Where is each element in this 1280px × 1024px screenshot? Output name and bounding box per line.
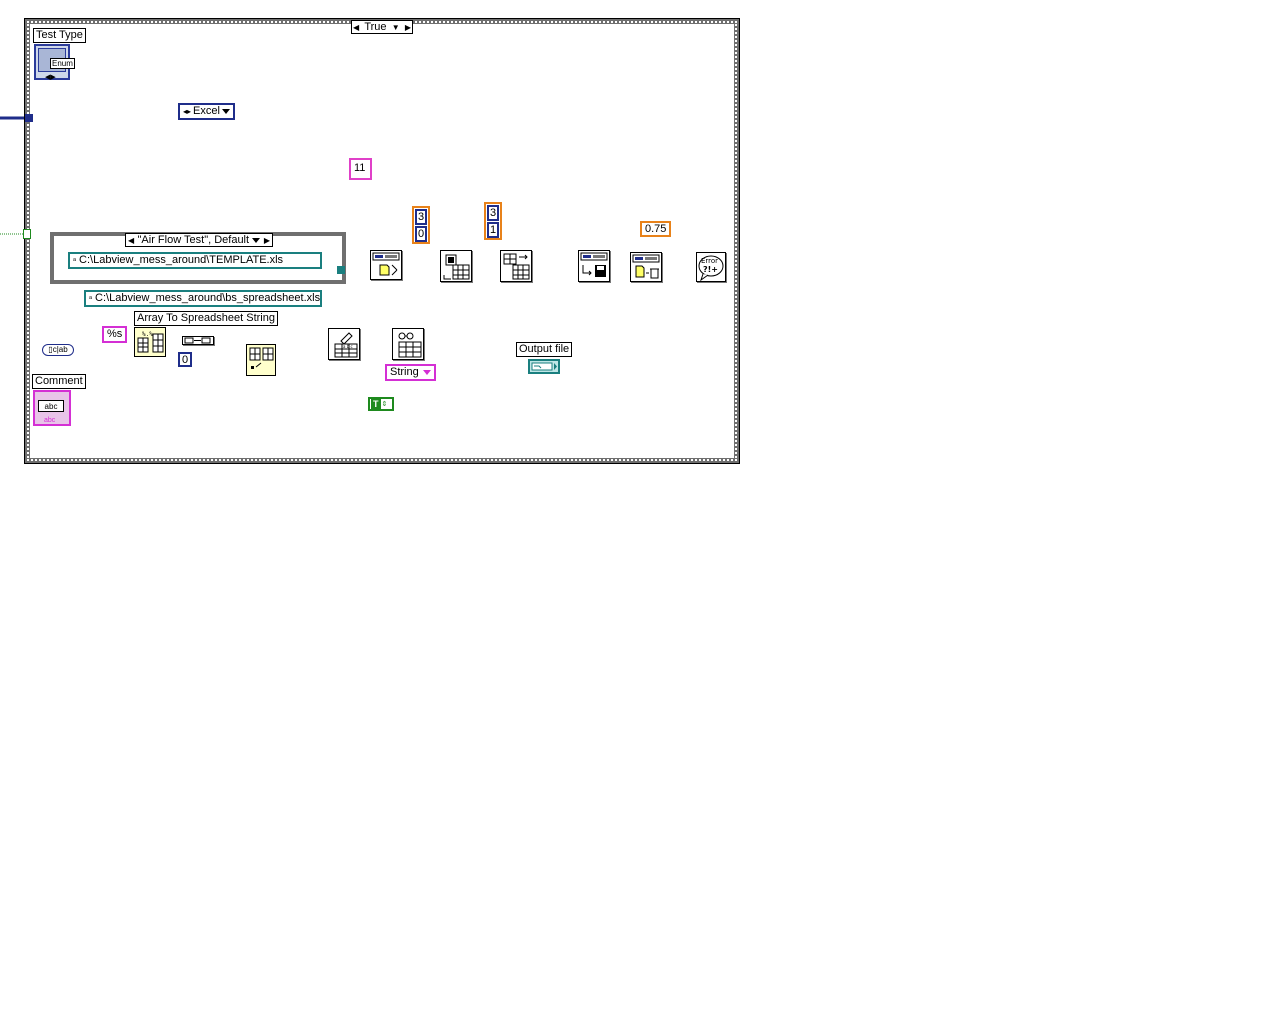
cluster-a-constant[interactable]: 3 0 (412, 206, 430, 244)
enum-tunnel[interactable] (25, 114, 33, 122)
array-to-spreadsheet-node[interactable]: %.% (134, 327, 166, 357)
table-write-icon (443, 254, 470, 280)
zero-value: 0 (182, 354, 189, 366)
comment-text: abc (38, 400, 64, 412)
build-array-node[interactable] (246, 344, 276, 376)
dbl-to-string-icon: ▯c|ab (48, 345, 68, 354)
open-workbook-node[interactable] (370, 250, 402, 280)
test-type-label: Test Type (33, 28, 86, 43)
path-tunnel[interactable] (337, 266, 345, 274)
increment-icon[interactable]: ▶ (263, 235, 270, 245)
output-file-label: Output file (516, 342, 573, 357)
string-subset-node[interactable] (182, 336, 214, 345)
svg-text:Error: Error (701, 257, 718, 265)
enum-arrows-icon: ◀▶ (45, 74, 56, 81)
cluster-b-top: 3 (487, 205, 499, 221)
excel-ring-value: Excel (193, 105, 220, 117)
comment-terminal[interactable]: abc abc (33, 390, 71, 426)
bs-path-constant[interactable]: ᵃ C:\Labview_mess_around\bs_spreadsheet.… (84, 290, 322, 307)
format-string-constant[interactable]: %s (102, 326, 128, 343)
dropdown-icon[interactable]: ▼ (391, 22, 400, 32)
save-workbook-node[interactable] (578, 250, 610, 282)
close-workbook-node[interactable] (630, 252, 662, 282)
build-array-icon (249, 347, 274, 369)
inner-case-selector[interactable]: ◀ "Air Flow Test", Default ▶ (125, 233, 273, 247)
cluster-b-bottom: 1 (487, 222, 499, 238)
spreadsheet-to-table-node[interactable] (392, 328, 424, 360)
spreadsheet-icon: %.% (137, 331, 164, 353)
array-to-spreadsheet-label: Array To Spreadsheet String (134, 311, 278, 326)
string-type-icon: abc (44, 417, 56, 424)
test-type-convert-node[interactable]: ▯c|ab (42, 344, 74, 356)
close-document-icon (632, 254, 660, 279)
case-selector-value: True (364, 21, 387, 33)
open-document-icon (372, 252, 400, 276)
cluster-b-constant[interactable]: 3 1 (484, 202, 502, 240)
decrement-icon[interactable]: ◀ (353, 22, 360, 32)
error-bubble-icon: Error ?!+ (698, 255, 724, 281)
cluster-a-top: 3 (415, 209, 427, 225)
svg-text:%.%: %.% (142, 331, 153, 338)
svg-text:?!+: ?!+ (703, 265, 718, 274)
format-table-node[interactable] (500, 250, 532, 282)
string-subset-icon (184, 337, 211, 344)
zero-constant[interactable]: 0 (178, 352, 193, 367)
format-string-value: %s (107, 328, 123, 340)
path-indicator-icon (531, 362, 557, 371)
ratio-constant[interactable]: 0.75 (640, 221, 672, 237)
bool-tunnel[interactable] (23, 229, 31, 239)
ring-arrows-icon: ◂▸ (183, 107, 192, 116)
table-format-icon (503, 253, 530, 280)
case-selector[interactable]: ◀ True ▼ ▶ (351, 20, 413, 34)
chevron-down-icon (422, 370, 431, 375)
read-file-node[interactable]: a b c (328, 328, 360, 360)
bool-true-value: T (371, 399, 381, 409)
glasses-table-icon (398, 332, 422, 358)
bool-true-constant[interactable]: T ⇕ (368, 397, 394, 411)
string-ring-value: String (390, 366, 419, 378)
inner-case-selector-value: "Air Flow Test", Default (137, 234, 250, 246)
test-type-terminal[interactable]: Enum ◀▶ (34, 44, 75, 81)
comment-label: Comment (32, 374, 86, 389)
template-path-constant[interactable]: ᵃ C:\Labview_mess_around\TEMPLATE.xls (68, 252, 322, 269)
cluster-a-bottom: 0 (415, 226, 427, 242)
eleven-constant[interactable]: 11 (349, 158, 372, 180)
eleven-value: 11 (354, 162, 366, 174)
bs-path-value: C:\Labview_mess_around\bs_spreadsheet.xl… (95, 292, 321, 304)
error-handler-node[interactable]: Error ?!+ (696, 252, 726, 282)
svg-text:a b c: a b c (343, 344, 353, 349)
dropdown-icon[interactable] (252, 237, 261, 243)
bool-arrows-icon: ⇕ (381, 401, 388, 408)
write-table-node[interactable] (440, 250, 472, 282)
template-path-value: C:\Labview_mess_around\TEMPLATE.xls (79, 254, 284, 266)
increment-icon[interactable]: ▶ (404, 22, 411, 32)
path-icon: ᵃ (89, 294, 92, 303)
save-disk-icon (580, 252, 608, 277)
path-icon: ᵃ (73, 256, 76, 265)
pencil-table-icon: a b c (334, 332, 358, 358)
decrement-icon[interactable]: ◀ (128, 235, 135, 245)
ratio-value: 0.75 (645, 223, 667, 235)
enum-text: Enum (50, 58, 75, 69)
output-file-terminal[interactable] (528, 359, 560, 374)
chevron-down-icon (221, 109, 230, 114)
excel-ring-constant[interactable]: ◂▸ Excel (178, 103, 235, 120)
string-ring-constant[interactable]: String (385, 364, 436, 381)
